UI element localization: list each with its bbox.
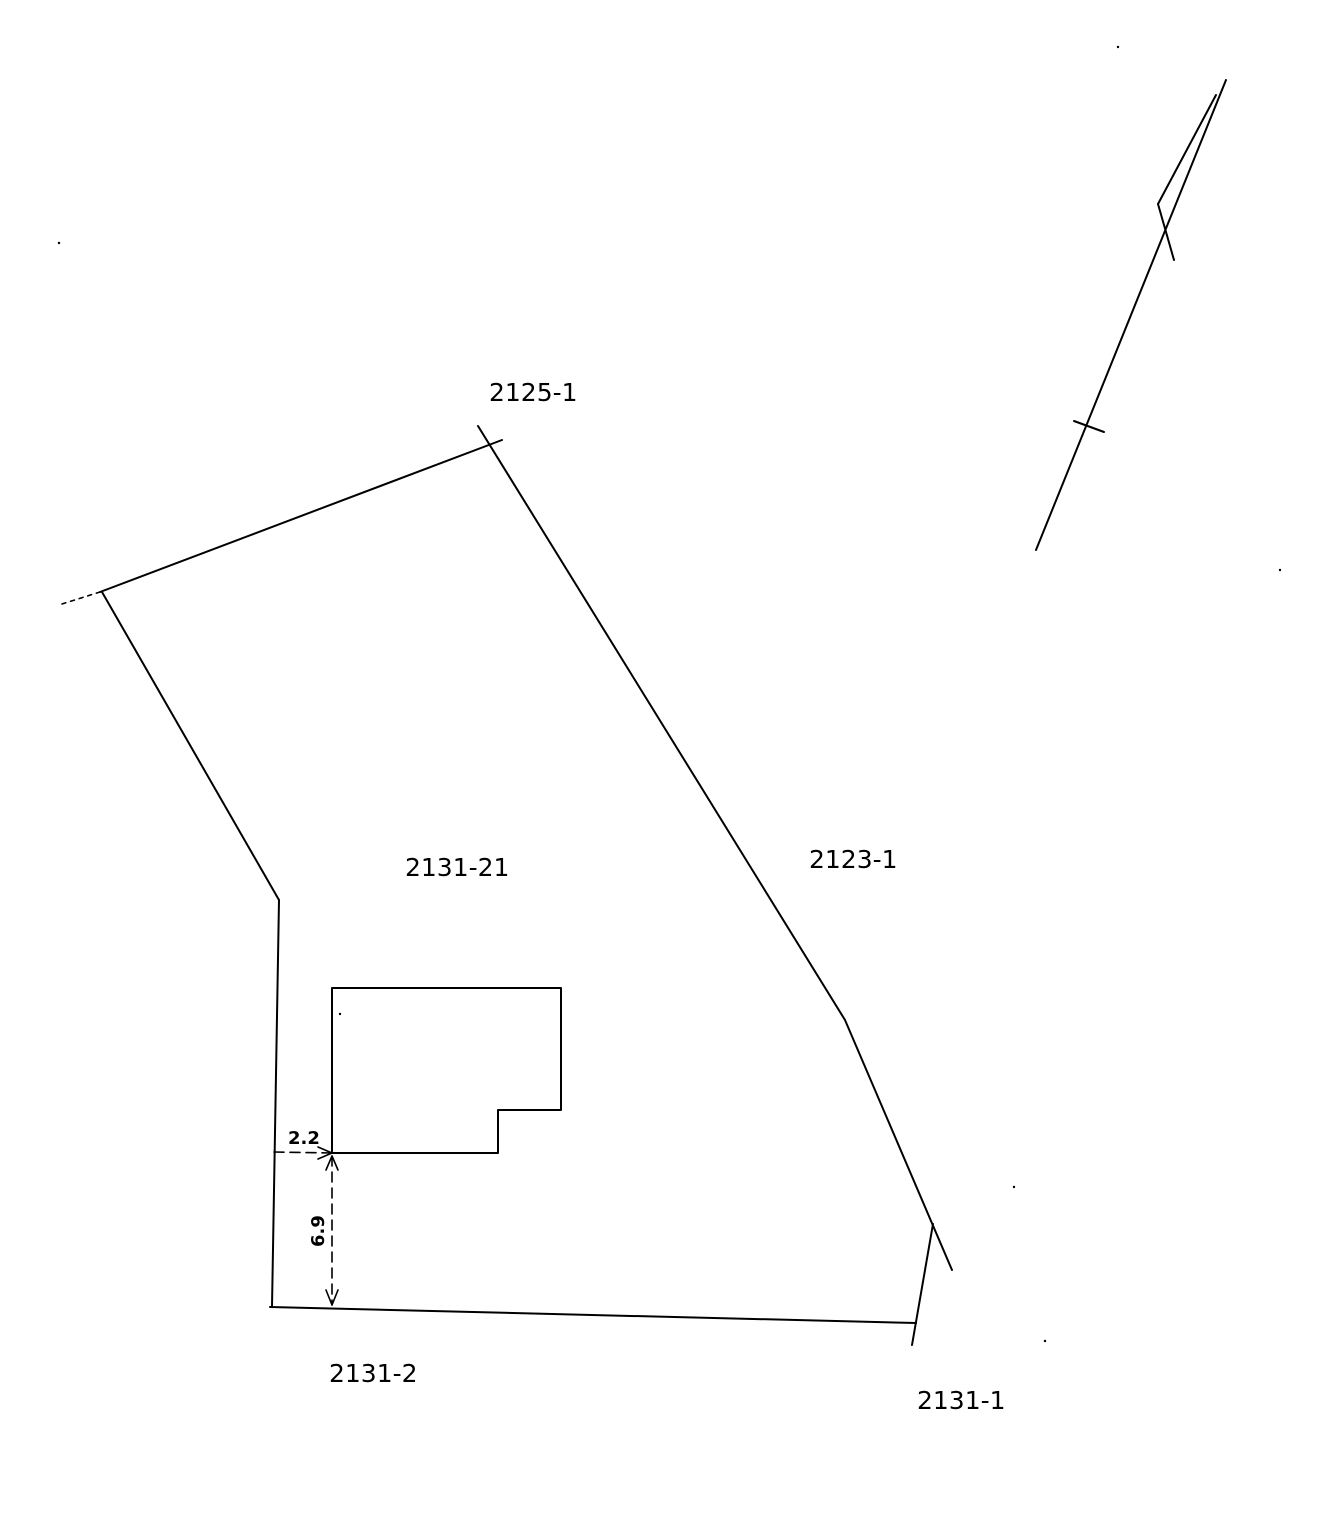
boundary-south bbox=[269, 1306, 917, 1324]
arrowhead-right-icon bbox=[317, 1146, 333, 1160]
boundary-fragment bbox=[1035, 79, 1227, 551]
boundary-east-tick bbox=[911, 1223, 934, 1346]
parcel-label-north: 2125-1 bbox=[489, 378, 578, 407]
fragment-long-line bbox=[1035, 79, 1227, 551]
fragment-branch-line bbox=[1157, 94, 1217, 205]
fragment-tick bbox=[1073, 420, 1105, 433]
arrowhead-down-icon bbox=[325, 1289, 339, 1306]
parcel-label-southeast: 2131-1 bbox=[917, 1386, 1006, 1415]
dimension-lines bbox=[273, 1146, 339, 1306]
parcel-label-east: 2123-1 bbox=[809, 845, 898, 874]
dimension-label-vertical: 6.9 bbox=[308, 1215, 329, 1247]
parcel-label-center: 2131-21 bbox=[405, 853, 509, 882]
boundary-west-upper bbox=[101, 591, 280, 901]
arrowhead-up-icon bbox=[325, 1155, 339, 1171]
fragment-branch-tail bbox=[1157, 203, 1175, 261]
boundary-west-lower bbox=[271, 899, 280, 1308]
scan-specks bbox=[57, 45, 1282, 1343]
boundary-north-extension bbox=[61, 591, 101, 605]
parcel-boundary bbox=[61, 425, 953, 1346]
building-outline bbox=[331, 987, 562, 1154]
dimension-line-horizontal bbox=[273, 1151, 333, 1154]
dimension-label-horizontal: 2.2 bbox=[288, 1128, 320, 1149]
boundary-east-upper bbox=[477, 425, 846, 1021]
boundary-north bbox=[99, 439, 503, 593]
parcel-label-south: 2131-2 bbox=[329, 1359, 418, 1388]
boundary-east-lower bbox=[844, 1019, 953, 1271]
